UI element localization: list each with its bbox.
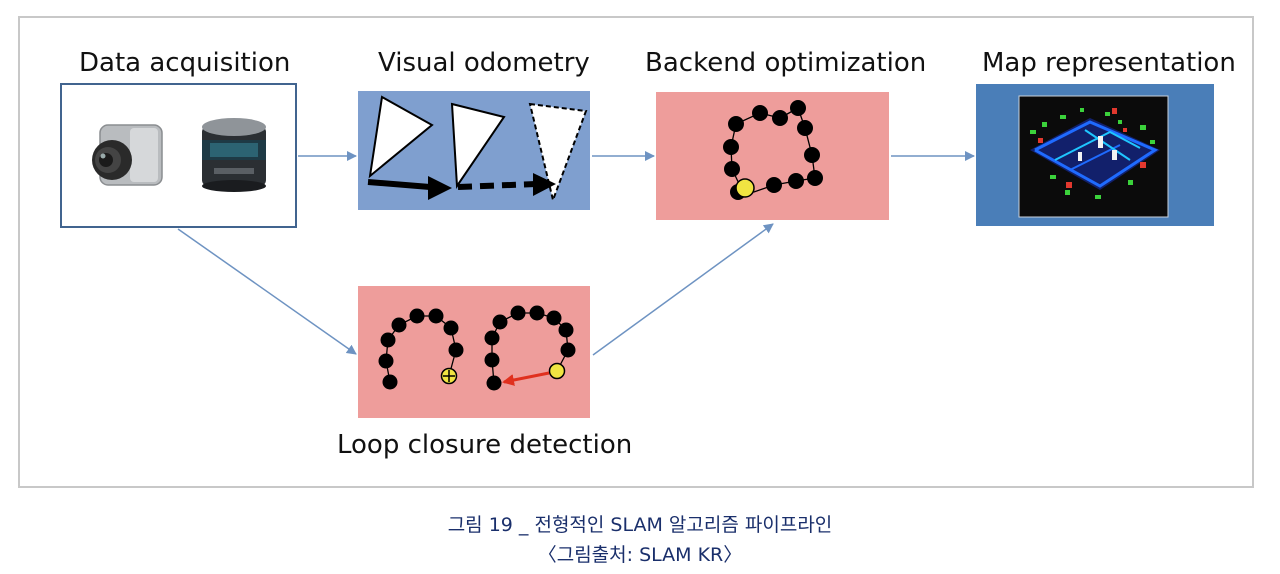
figure-caption: 그림 19 _ 전형적인 SLAM 알고리즘 파이프라인 — [447, 514, 833, 536]
point-cloud-map-icon — [1018, 95, 1169, 218]
odometry-motion-arrows — [367, 173, 556, 200]
backend-pose-graph-icon — [723, 100, 823, 200]
arrow-loop-to-backend — [592, 223, 774, 356]
loop-closure-red-arrow — [502, 371, 550, 386]
lidar-icon — [202, 118, 266, 192]
label-map-representation: Map representation — [982, 48, 1236, 78]
odometry-triangles — [368, 95, 588, 204]
loop-closure-graph-icon — [378, 305, 576, 391]
label-backend-optimization: Backend optimization — [645, 48, 927, 78]
loop-closure-panel — [358, 286, 590, 418]
arrow-acq-to-loop — [177, 228, 357, 355]
camera-icon — [92, 124, 163, 186]
label-data-acquisition: Data acquisition — [79, 48, 291, 78]
figure-source: 〈그림출처: SLAM KR〉 — [537, 544, 743, 566]
label-visual-odometry: Visual odometry — [378, 48, 590, 78]
label-loop-closure-detection: Loop closure detection — [337, 430, 633, 460]
